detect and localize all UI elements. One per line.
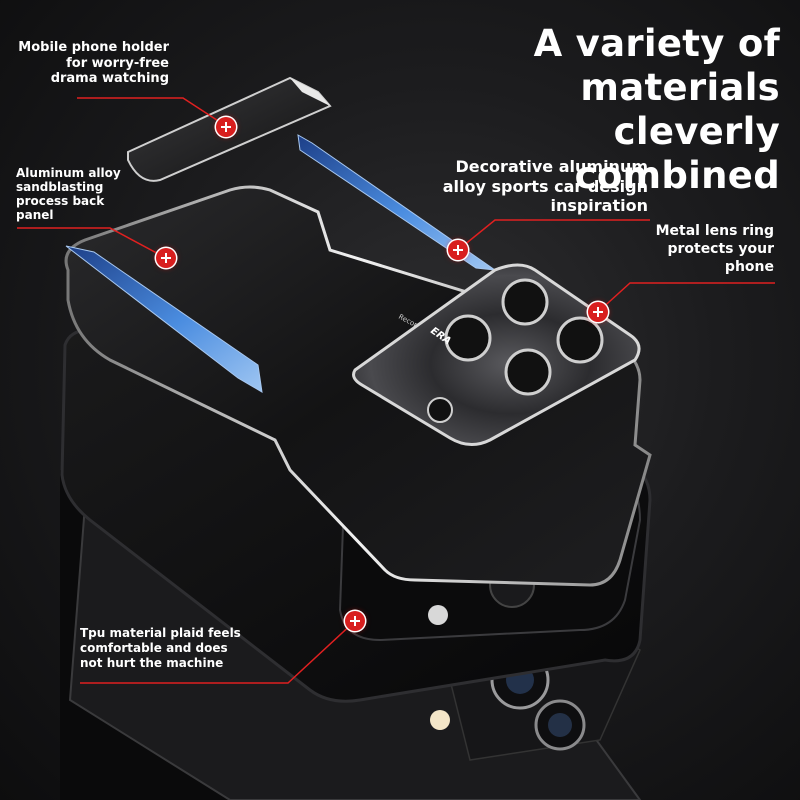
callout-lens-ring: Metal lens ring protects your phone xyxy=(656,222,774,276)
callout-tpu: Tpu material plaid feels comfortable and… xyxy=(80,626,241,671)
headline-line-2: materials cleverly xyxy=(580,66,780,153)
leader-lens xyxy=(597,282,775,313)
callout-lens-line-2: protects your xyxy=(667,241,774,257)
callout-tpu-line-1: Tpu material plaid feels xyxy=(80,626,241,640)
callout-back-line-4: panel xyxy=(16,208,54,222)
callout-deco-line-1: Decorative aluminum xyxy=(455,157,648,176)
callout-holder-line-3: drama watching xyxy=(50,71,169,86)
leader-holder xyxy=(77,97,227,127)
callout-back-line-3: process back xyxy=(16,194,105,208)
callout-lens-line-3: phone xyxy=(724,259,774,275)
callout-deco-line-2: alloy sports car design xyxy=(442,176,648,196)
headline-line-1: A variety of xyxy=(533,22,780,65)
plus-marker-icon xyxy=(345,611,365,631)
headline: A variety of materials cleverly combined xyxy=(420,22,780,198)
callout-lens-line-1: Metal lens ring xyxy=(655,223,774,239)
headline-line-3: combined xyxy=(574,154,780,197)
plus-marker-icon xyxy=(448,240,468,260)
blue-trim-right xyxy=(297,134,496,271)
plus-marker-icon xyxy=(588,302,608,322)
callout-tpu-line-3: not hurt the machine xyxy=(80,656,224,670)
callout-decorative: Decorative aluminum alloy sports car des… xyxy=(443,157,648,216)
plus-marker-icon xyxy=(216,117,236,137)
plus-marker-icon xyxy=(156,248,176,268)
metal-lens-ring: ERA xyxy=(352,263,641,446)
leader-tpu xyxy=(80,620,356,684)
callout-holder-line-2: for worry-free xyxy=(66,55,169,71)
callout-leader-lines xyxy=(17,97,775,684)
callout-back-line-2: sandblasting xyxy=(16,180,104,194)
callout-deco-line-3: inspiration xyxy=(550,196,648,215)
callout-back-panel: Aluminum alloy sandblasting process back… xyxy=(16,166,121,222)
callout-holder: Mobile phone holder for worry-free drama… xyxy=(14,40,169,87)
callout-holder-line-1: Mobile phone holder xyxy=(18,40,169,55)
callout-tpu-line-2: comfortable and does xyxy=(80,641,228,655)
leader-back-panel xyxy=(17,227,167,259)
leader-decorative xyxy=(457,219,650,251)
callout-back-line-1: Aluminum alloy xyxy=(16,166,121,180)
blue-trim-left xyxy=(65,245,263,393)
